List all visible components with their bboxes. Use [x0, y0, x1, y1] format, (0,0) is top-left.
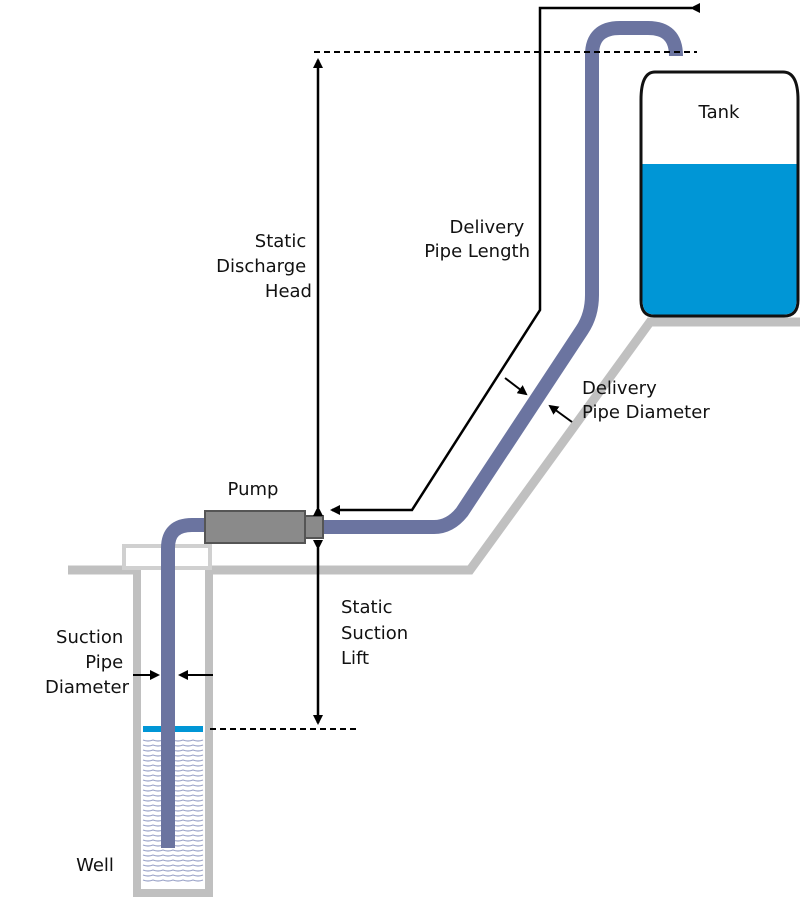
- water-ripple: [142, 869, 204, 872]
- tank-water: [642, 164, 797, 315]
- delivery-pipe-length-line: [330, 3, 700, 515]
- water-ripple: [142, 864, 204, 867]
- suction-pipe-diameter-label: Suction Pipe Diameter: [45, 627, 130, 698]
- static-discharge-head-label: Static Discharge Head: [216, 231, 312, 302]
- pump-outlet: [304, 515, 324, 539]
- well-label: Well: [76, 855, 114, 876]
- delivery-diameter-arrow-right: [548, 404, 573, 423]
- suction-pipe: [161, 518, 210, 848]
- water-ripple: [142, 854, 204, 857]
- pump-label: Pump: [228, 479, 279, 500]
- tank-label: Tank: [698, 102, 740, 123]
- delivery-pipe-diameter-label: Delivery Pipe Diameter: [582, 378, 710, 423]
- delivery-pipe: [322, 21, 683, 534]
- pump-body: [204, 510, 306, 544]
- delivery-diameter-arrow-left: [504, 377, 528, 396]
- water-ripple: [142, 879, 204, 882]
- water-ripple: [142, 874, 204, 877]
- water-ripple: [142, 849, 204, 852]
- static-suction-lift-label: Static Suction Lift: [341, 597, 414, 669]
- water-ripple: [142, 859, 204, 862]
- delivery-pipe-length-label: Delivery Pipe Length: [424, 217, 530, 262]
- well-walls: [133, 566, 213, 897]
